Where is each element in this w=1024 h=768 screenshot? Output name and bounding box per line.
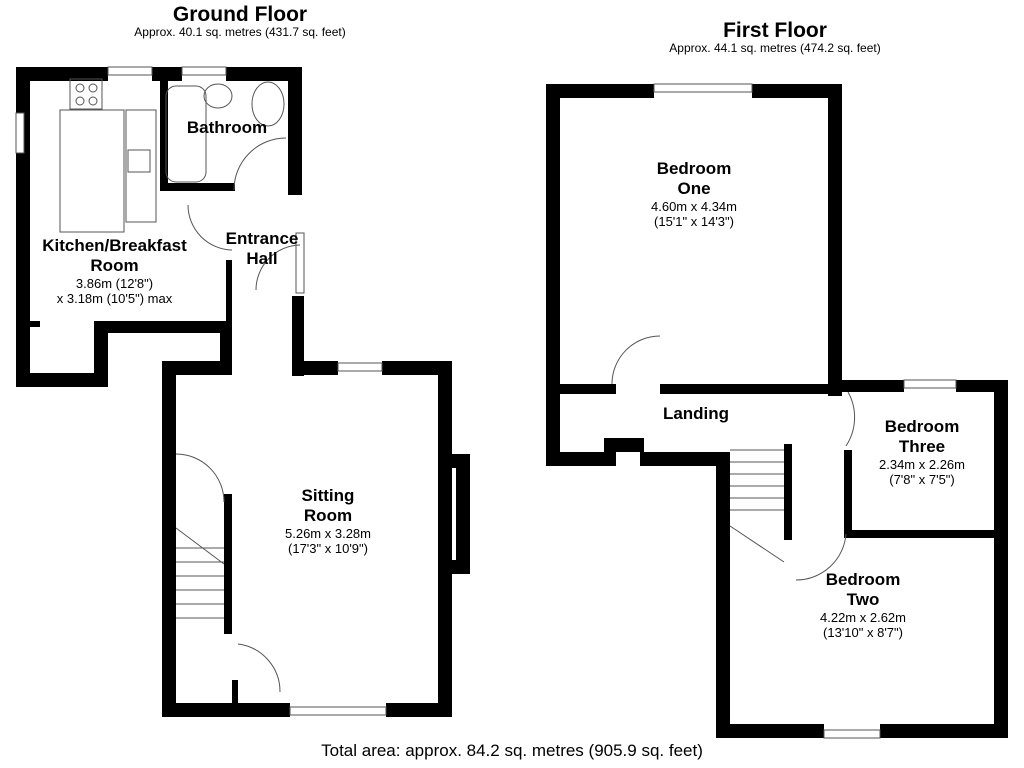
- first-floor-title: First Floor: [723, 19, 827, 42]
- room-bedroom-one: Bedroom One 4.60m x 4.34m (15'1" x 14'3"…: [651, 159, 737, 229]
- room-sitting-room: Sitting Room 5.26m x 3.28m (17'3" x 10'9…: [285, 486, 371, 556]
- room-kitchen-breakfast: Kitchen/Breakfast Room 3.86m (12'8") x 3…: [42, 236, 187, 306]
- room-bedroom-three: Bedroom Three 2.34m x 2.26m (7'8" x 7'5"…: [879, 417, 965, 487]
- first-floor-windows: [653, 83, 957, 739]
- first-floor-walls: [546, 84, 1008, 738]
- first-floor-fixtures: [611, 335, 856, 581]
- ground-floor-area: Approx. 40.1 sq. metres (431.7 sq. feet): [134, 25, 346, 40]
- room-entrance-hall: Entrance Hall: [225, 229, 299, 268]
- first-floor-area: Approx. 44.1 sq. metres (474.2 sq. feet): [669, 41, 881, 56]
- first-floor-header: First Floor Approx. 44.1 sq. metres (474…: [625, 19, 925, 56]
- total-area: Total area: approx. 84.2 sq. metres (905…: [321, 741, 703, 760]
- ground-floor-walls: [16, 67, 470, 717]
- room-bedroom-two: Bedroom Two 4.22m x 2.62m (13'10" x 8'7"…: [820, 570, 906, 640]
- room-landing: Landing: [662, 404, 730, 423]
- ground-floor-title: Ground Floor: [172, 3, 308, 26]
- room-bathroom: Bathroom: [186, 118, 268, 137]
- ground-floor-fixtures: [59, 78, 301, 693]
- ground-floor-header: Ground Floor Approx. 40.1 sq. metres (43…: [90, 3, 390, 40]
- ground-floor-windows: [15, 66, 387, 716]
